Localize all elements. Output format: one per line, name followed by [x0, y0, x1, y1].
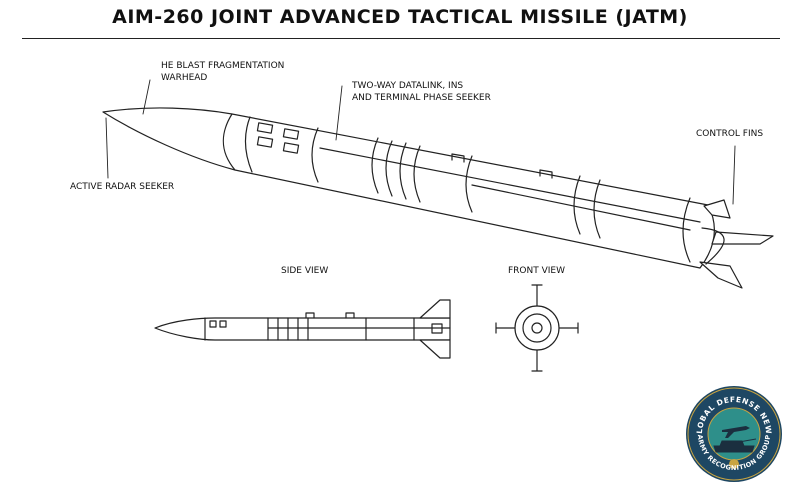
hatch — [282, 142, 300, 154]
leader-control-fins — [732, 145, 736, 205]
nose-cone-edge — [222, 113, 236, 171]
body-ring — [465, 155, 473, 213]
body-line — [471, 184, 691, 231]
front-view-center — [531, 322, 543, 334]
leader-datalink — [335, 85, 343, 141]
tail-fin-top — [703, 199, 731, 219]
side-view-hatch — [219, 320, 227, 328]
side-view-fin-top — [419, 299, 451, 319]
tail-fin-bottom — [699, 261, 743, 289]
side-view-fin-mark — [431, 323, 443, 334]
side-view-hatch — [209, 320, 217, 328]
leader-warhead — [142, 79, 151, 115]
front-view-nozzle — [522, 313, 552, 343]
body-line — [319, 147, 701, 223]
hatch — [282, 128, 300, 140]
title-underline — [22, 38, 780, 39]
label-active-radar-seeker: ACTIVE RADAR SEEKER — [70, 182, 175, 192]
side-view-fin-bottom — [419, 339, 451, 359]
body-ring — [244, 116, 253, 173]
label-datalink: TWO-WAY DATALINK, INS AND TERMINAL PHASE… — [352, 81, 491, 103]
label-side-view: SIDE VIEW — [281, 266, 329, 276]
label-front-view: FRONT VIEW — [508, 266, 566, 276]
side-view-rail — [345, 312, 355, 319]
side-view-rail — [305, 312, 315, 319]
rail — [451, 153, 465, 163]
logo-tank-icon — [713, 438, 757, 453]
front-view-fin — [531, 349, 543, 372]
body-ring — [593, 179, 601, 239]
leader-seeker — [105, 117, 109, 179]
hatch — [256, 136, 274, 148]
front-view-fin — [558, 322, 579, 334]
tail-fin-right — [711, 231, 774, 245]
body-ring — [311, 127, 319, 183]
label-control-fins: CONTROL FINS — [696, 129, 764, 139]
page-title: AIM-260 JOINT ADVANCED TACTICAL MISSILE … — [112, 6, 688, 28]
body-ring — [371, 137, 379, 194]
front-view-fin — [495, 322, 516, 334]
side-view-body — [154, 317, 451, 341]
body-ring — [399, 142, 407, 200]
hatch — [256, 122, 274, 134]
global-defense-news-logo: GLOBAL DEFENSE NEWS ARMY RECOGNITION GRO… — [684, 384, 782, 482]
body-ring — [413, 145, 421, 203]
label-warhead: HE BLAST FRAGMENTATION WARHEAD — [161, 61, 285, 83]
logo-jet-icon — [722, 426, 750, 438]
main-missile-body — [102, 107, 715, 269]
front-view-body — [514, 305, 560, 351]
front-view-fin — [531, 284, 543, 307]
logo-globe-icon — [729, 459, 739, 469]
body-ring — [385, 140, 393, 197]
tail-nozzle — [701, 227, 725, 265]
body-ring — [682, 197, 691, 263]
rail — [539, 169, 553, 179]
